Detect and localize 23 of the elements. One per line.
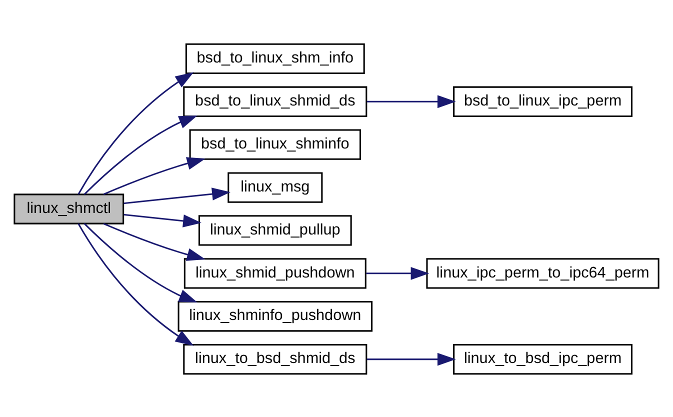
node-box: bsd_to_linux_shm_info — [185, 42, 365, 74]
arrow — [367, 94, 456, 108]
node-box: bsd_to_linux_shminfo — [189, 128, 362, 160]
arrow — [103, 156, 206, 194]
arrow — [78, 222, 194, 346]
node-box: linux_shminfo_pushdown — [178, 300, 373, 332]
arrow — [78, 72, 194, 194]
arrow — [84, 222, 198, 302]
node-box: linux_shmid_pullup — [198, 214, 352, 246]
node-box: bsd_to_linux_ipc_perm — [453, 86, 632, 116]
arrow — [366, 266, 430, 280]
arrow — [124, 213, 202, 227]
node-box: bsd_to_linux_shmid_ds — [183, 86, 368, 116]
node-box: linux_to_bsd_shmid_ds — [183, 343, 368, 374]
arrow — [103, 222, 206, 260]
node-box: linux_to_bsd_ipc_perm — [453, 343, 632, 374]
node-box: linux_shmctl — [14, 193, 124, 224]
arrow — [84, 114, 198, 194]
arrow — [124, 187, 230, 204]
node-box: linux_ipc_perm_to_ipc64_perm — [426, 258, 660, 288]
node-box: linux_msg — [228, 172, 323, 202]
node-box: linux_shmid_pushdown — [184, 258, 366, 288]
arrow — [367, 352, 456, 366]
